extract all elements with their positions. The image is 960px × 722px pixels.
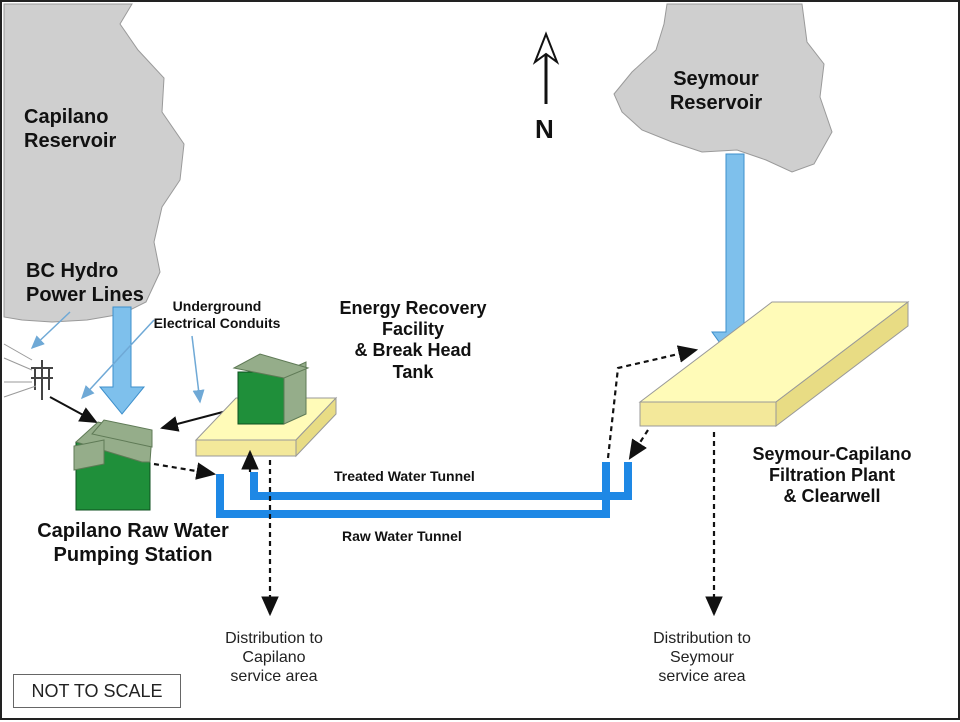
- conduits-pointer-right: [191, 335, 205, 404]
- power-lines: [3, 343, 37, 398]
- seymour-distribution-label: Distribution to Seymour service area: [653, 630, 751, 685]
- pumping-station-label: Capilano Raw Water Pumping Station: [37, 520, 229, 566]
- bc-hydro-label: BC Hydro Power Lines: [26, 260, 144, 306]
- conduits-pointer-left: [80, 319, 155, 400]
- seymour-reservoir-shape: [613, 3, 833, 173]
- capilano-flow-arrow: [98, 306, 146, 415]
- plant-to-treated-arrow: [628, 429, 649, 460]
- seymour-reservoir-label: Seymour Reservoir: [669, 68, 763, 114]
- energy-recovery-label: Energy Recovery Facility & Break Head Ta…: [339, 298, 487, 382]
- north-arrow-head: [532, 31, 560, 65]
- pumping-station-building: [73, 419, 153, 511]
- underground-conduits-label: Underground Electrical Conduits: [153, 298, 281, 331]
- capilano-distribution-label: Distribution to Capilano service area: [225, 630, 323, 685]
- bc-hydro-pointer: [30, 311, 71, 350]
- raw-to-plant-arrow: [606, 345, 699, 459]
- capilano-reservoir-shape: [3, 3, 185, 323]
- energy-recovery-building: [232, 353, 310, 425]
- pump-to-tunnel-arrow: [153, 462, 217, 480]
- capilano-reservoir-label: Capilano Reservoir: [24, 106, 117, 152]
- treated-water-tunnel-pipe: [250, 462, 632, 500]
- power-feed-arrow-1: [49, 396, 98, 423]
- raw-water-tunnel-pipe: [216, 462, 610, 518]
- power-line-tower-icon: [31, 360, 53, 400]
- raw-water-tunnel-label: Raw Water Tunnel: [342, 528, 462, 544]
- treated-water-tunnel-label: Treated Water Tunnel: [334, 468, 475, 484]
- filtration-plant-label: Seymour-Capilano Filtration Plant & Clea…: [752, 444, 912, 507]
- filtration-plant-slab: [638, 300, 910, 428]
- north-label: N: [535, 114, 554, 144]
- not-to-scale-note: NOT TO SCALE: [13, 674, 181, 708]
